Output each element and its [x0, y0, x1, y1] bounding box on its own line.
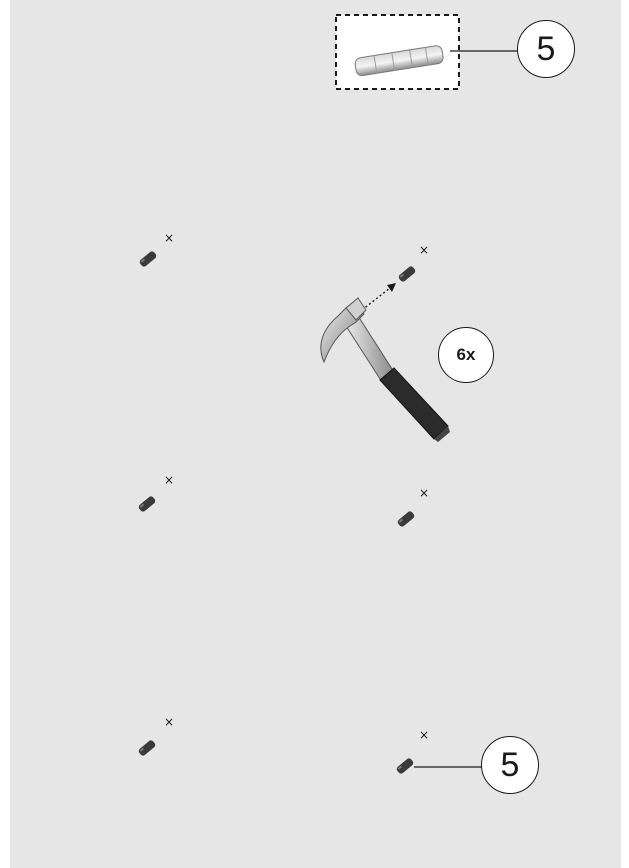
drill-mark-icon: × [164, 474, 174, 486]
legend-leader-line [450, 48, 520, 54]
part-legend [335, 14, 460, 90]
drill-mark-icon: × [419, 729, 429, 741]
wall-plug-icon [395, 509, 417, 529]
quantity-callout: 6x [438, 327, 494, 383]
wall-plug-icon [137, 249, 159, 269]
part-legend-box [335, 14, 460, 90]
drill-mark-icon: × [164, 716, 174, 728]
drill-mark-icon: × [164, 232, 174, 244]
wall-plug-icon [136, 738, 158, 758]
drill-mark-icon: × [419, 244, 429, 256]
plug-leader-line [414, 764, 484, 770]
drill-mark-icon: × [419, 487, 429, 499]
part-number-callout: 5 [517, 20, 575, 78]
wall-plug-icon [136, 494, 158, 514]
plug-callout: 5 [481, 736, 539, 794]
wall-plug-icon [394, 756, 416, 776]
